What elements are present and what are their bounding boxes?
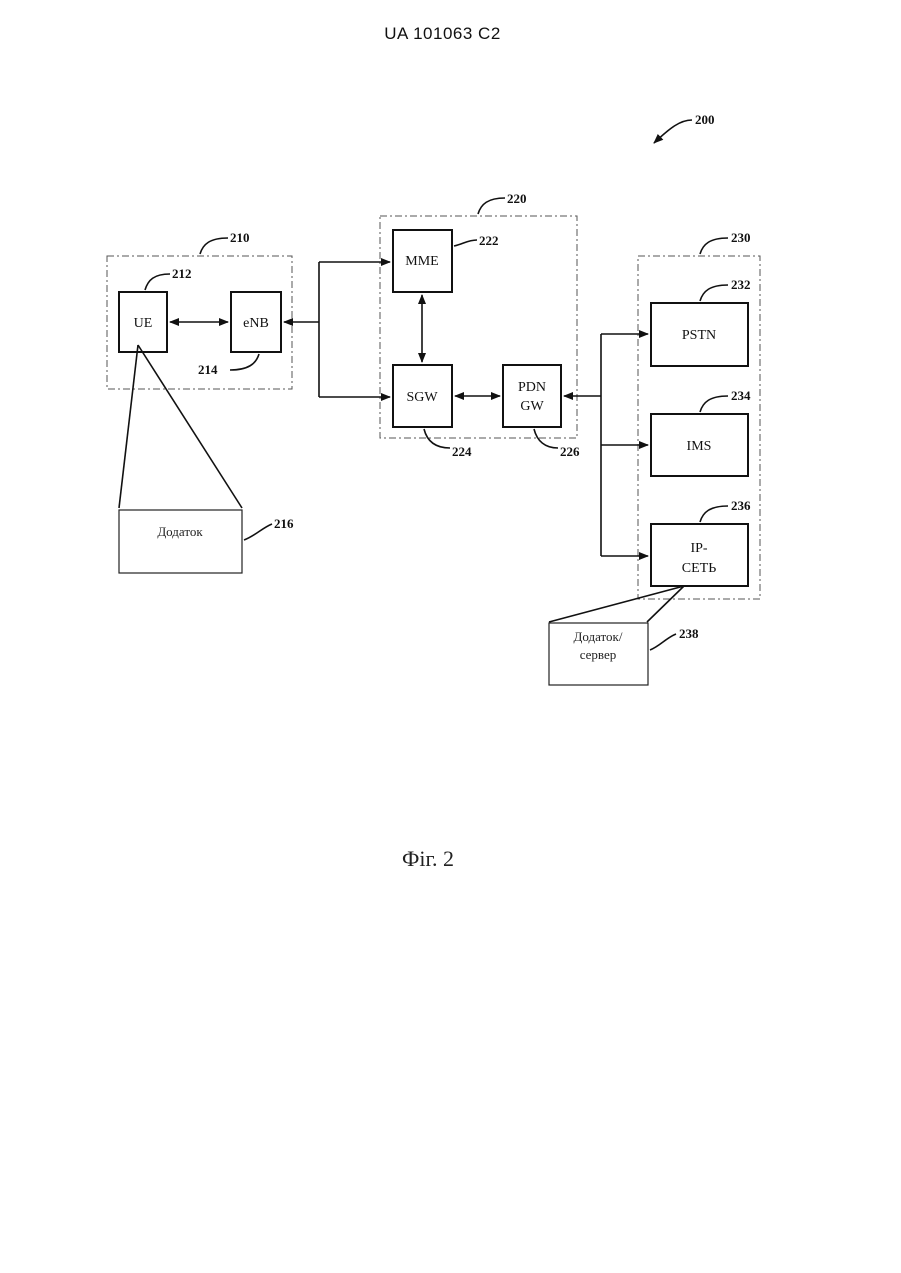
ip-network-label-line2: СЕТЬ xyxy=(682,561,716,576)
ims-ref: 234 xyxy=(731,388,751,403)
sgw-node: SGW 224 xyxy=(393,365,472,459)
ip-callout-left xyxy=(549,586,684,622)
sgw-ref: 224 xyxy=(452,444,472,459)
mme-ref: 222 xyxy=(479,233,499,248)
ue-node: UE 212 xyxy=(119,266,192,352)
app-ref: 216 xyxy=(274,516,294,531)
figure-ref-200: 200 xyxy=(654,112,715,143)
ue-callout-left xyxy=(119,345,138,508)
app-node: Додаток 216 xyxy=(119,510,294,573)
app-server-node: Додаток/ сервер 238 xyxy=(549,623,699,685)
enb-ref: 214 xyxy=(198,362,218,377)
ue-label: UE xyxy=(134,316,153,331)
figure-ref-label: 200 xyxy=(695,112,715,127)
enb-label: eNB xyxy=(243,316,269,331)
app-server-label-line2: сервер xyxy=(580,647,617,662)
ip-network-node: IP- СЕТЬ 236 xyxy=(651,498,751,586)
ue-ref: 212 xyxy=(172,266,192,281)
app-server-label-line1: Додаток/ xyxy=(574,629,623,644)
pdn-ref: 226 xyxy=(560,444,580,459)
pstn-node: PSTN 232 xyxy=(651,277,751,366)
ims-label: IMS xyxy=(687,439,712,454)
pdn-gw-node: PDN GW 226 xyxy=(503,365,580,459)
figure-caption: Фіг. 2 xyxy=(402,846,454,871)
ims-node: IMS 234 xyxy=(651,388,751,476)
mme-node: MME 222 xyxy=(393,230,499,292)
ue-callout-right xyxy=(138,345,242,508)
sgw-label: SGW xyxy=(406,390,438,405)
app-server-ref: 238 xyxy=(679,626,699,641)
mme-label: MME xyxy=(405,254,438,269)
ip-network-ref: 236 xyxy=(731,498,751,513)
group-220-ref: 220 xyxy=(507,191,527,206)
group-230-ref: 230 xyxy=(731,230,751,245)
pdn-label-line2: GW xyxy=(520,399,544,414)
pdn-label-line1: PDN xyxy=(518,380,546,395)
pstn-ref: 232 xyxy=(731,277,751,292)
group-210-ref: 210 xyxy=(230,230,250,245)
app-label: Додаток xyxy=(157,524,203,539)
enb-core-link xyxy=(284,262,390,397)
enb-node: eNB 214 xyxy=(198,292,281,377)
ip-network-label-line1: IP- xyxy=(690,541,707,556)
pstn-label: PSTN xyxy=(682,328,716,343)
